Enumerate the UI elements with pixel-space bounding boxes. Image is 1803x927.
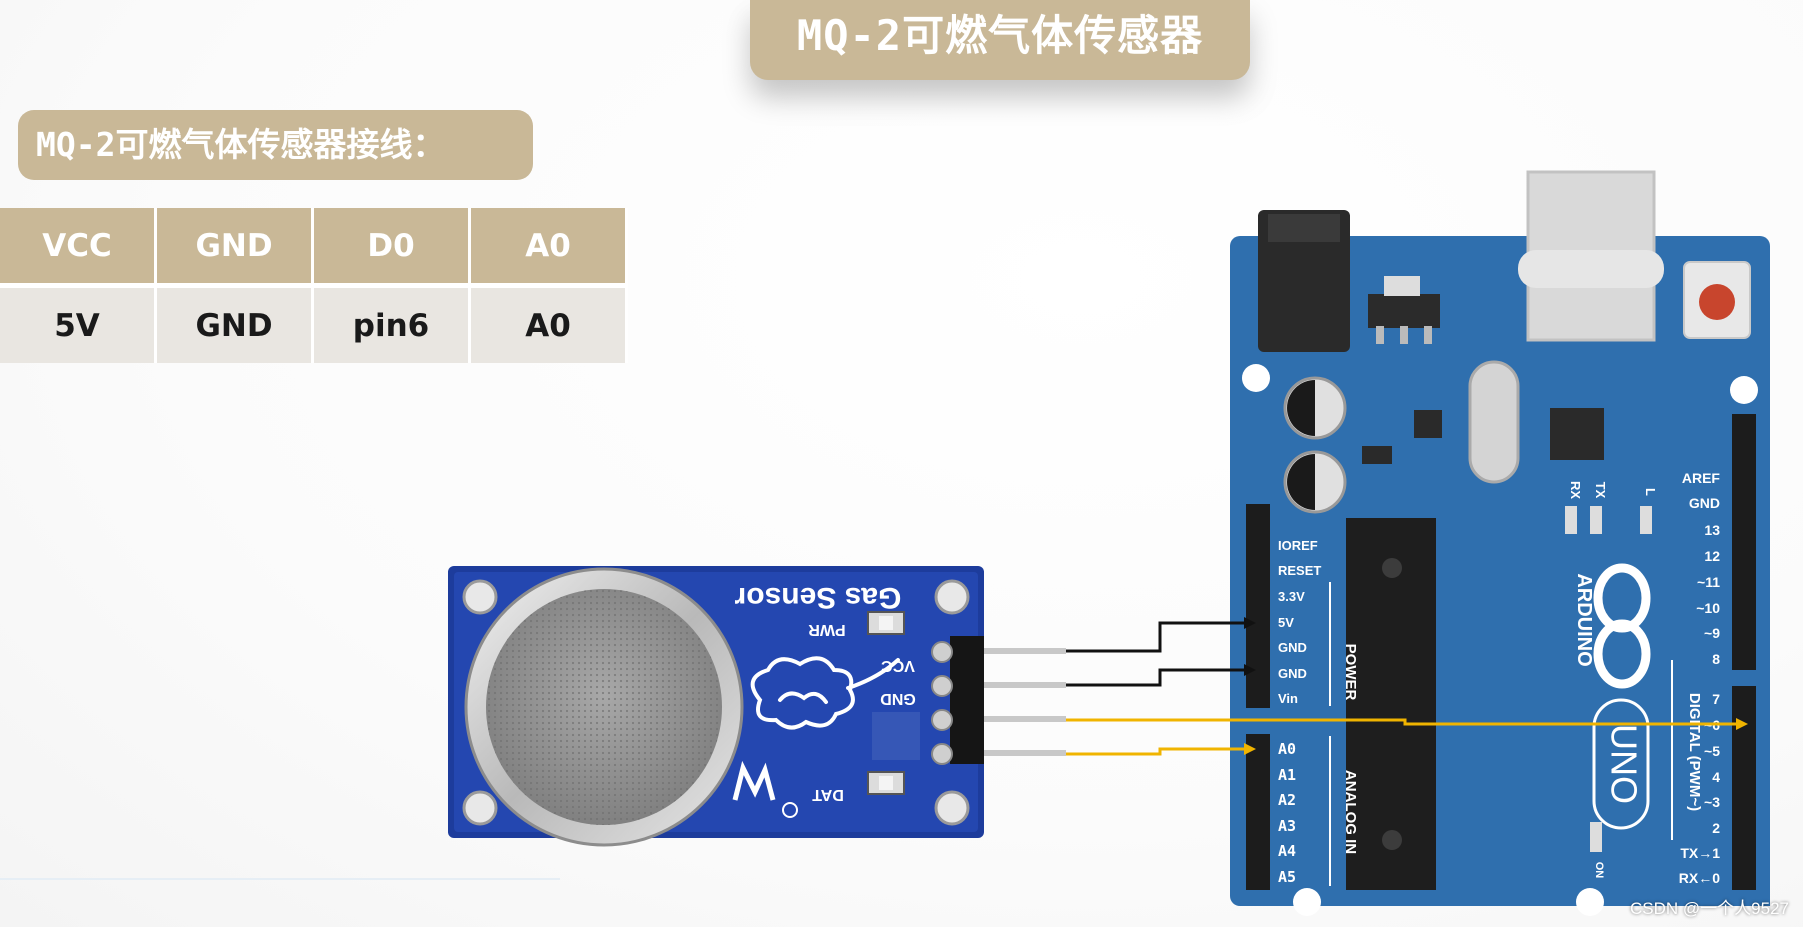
pin-label-a4: A4 [1278,842,1296,860]
pin-label-a1: A1 [1278,766,1296,784]
pin-value-d0: pin6 [312,285,471,363]
digital-header-top [1732,414,1756,670]
mounting-hole [1242,364,1270,392]
sensor-label: Gas Sensor [734,581,901,614]
digital-header-bottom [1732,686,1756,890]
pin-label-reset: RESET [1278,563,1321,578]
cloud-logo-icon [750,656,900,730]
pin-header-d0: D0 [312,208,471,288]
pin-label-aref: AREF [1682,470,1721,486]
sensor-pin [984,750,1066,756]
pin-label-a2: A2 [1278,791,1296,809]
analog-pin-labels: A0 A1 A2 A3 A4 A5 [1278,740,1296,886]
power-group-label: POWER [1342,644,1359,701]
wire-vcc-5v [1066,621,1252,653]
mounting-hole [462,790,498,826]
vcc-pin-label: VCC [881,657,915,674]
pin-table: VCC GND D0 A0 5V GND pin6 A0 [0,208,628,363]
pwr-label: PWR [808,621,846,638]
arduino-uno-board: RX TX L − ARDUINO UNO ON IOREF RESET 3.3… [1230,170,1770,916]
usb-chip [1550,408,1604,460]
sensor-pin [984,682,1066,688]
mounting-hole [462,579,498,615]
arduino-model: UNO [1603,724,1644,804]
l-led-label: L [1643,488,1658,496]
pin-label-4: 4 [1712,769,1720,785]
sensor-pin-header [950,636,984,764]
pin-label-7: 7 [1712,691,1720,707]
pin-label-11: ~11 [1697,574,1720,590]
pin-label-1: TX→1 [1680,845,1720,861]
digital-pin-labels: AREF GND 13 12 ~11 ~10 ~9 8 7 ~6 ~5 4 ~3… [1679,470,1721,886]
pin-label-10: ~10 [1696,600,1720,616]
pin-label-ioref: IOREF [1278,538,1318,553]
pin-label-gnd: GND [1278,640,1307,655]
mounting-hole [1576,888,1604,916]
analog-header [1246,734,1270,890]
watermark: CSDN @一个人9527 [1630,899,1789,918]
divider [0,878,560,880]
wire-d0-pin6 [1066,718,1744,726]
wire-a0-a0 [1066,747,1252,756]
pin-label-vin: Vin [1278,691,1298,706]
pin-label-gnd: GND [1689,495,1720,511]
pin-label-9: ~9 [1704,625,1720,641]
pin-label-gnd: GND [1278,666,1307,681]
tx-led-label: TX [1593,482,1608,499]
power-header [1246,504,1270,708]
mounting-hole [1730,376,1758,404]
pin-header-a0: A0 [469,208,628,288]
arduino-logo-icon [1593,563,1651,689]
pin-label-0: RX←0 [1679,870,1720,886]
wire-gnd-gnd [1066,668,1252,687]
pin-label-13: 13 [1704,522,1720,538]
arduino-brand: ARDUINO [1573,573,1595,666]
mounting-hole [934,579,970,615]
crystal-oscillator [1468,360,1520,484]
on-led-label: ON [1593,862,1605,879]
pin-label-5v: 5V [1278,615,1294,630]
pin-label-a3: A3 [1278,817,1296,835]
pin-label-a0: A0 [1278,740,1296,758]
voltage-regulator [1368,294,1440,328]
pin-label-5: ~5 [1704,743,1720,759]
mounting-hole [934,790,970,826]
pin-table-header-row: VCC GND D0 A0 [0,208,628,288]
wiring-heading: MQ-2可燃气体传感器接线： [18,110,533,180]
pin-label-12: 12 [1704,548,1720,564]
pin-label-a5: A5 [1278,868,1296,886]
maker-logo-icon [732,760,776,801]
svg-text:−: − [1608,622,1625,631]
pin-value-a0: A0 [469,285,628,363]
rx-led-label: RX [1568,481,1583,499]
pin-label-8: 8 [1712,651,1720,667]
pin-header-vcc: VCC [0,208,157,288]
pin-label-2: 2 [1712,820,1720,836]
pin-label-3v3: 3.3V [1278,589,1305,604]
power-pin-labels: IOREF RESET 3.3V 5V GND GND Vin [1278,538,1321,706]
sensor-pin [984,648,1066,654]
wires [1066,617,1748,756]
analog-group-label: ANALOG IN [1342,770,1359,854]
atmega-chip [1346,518,1436,890]
pin-value-gnd: GND [155,285,314,363]
pin-header-gnd: GND [155,208,314,288]
gnd-pin-label: GND [880,690,916,707]
power-jack [1258,210,1350,352]
digital-group-label: DIGITAL (PWM~) [1686,693,1703,811]
pin-label-3: ~3 [1704,794,1720,810]
slide-title: MQ-2可燃气体传感器 [750,0,1250,80]
gas-sensor-module: Gas Sensor PWR DAT VCC GND [448,566,1066,847]
pin-value-vcc: 5V [0,285,157,363]
mounting-hole [1293,888,1321,916]
sensor-pin [984,716,1066,722]
dat-label: DAT [812,786,844,803]
pin-table-row: 5V GND pin6 A0 [0,285,628,363]
uno-badge [1592,698,1650,830]
